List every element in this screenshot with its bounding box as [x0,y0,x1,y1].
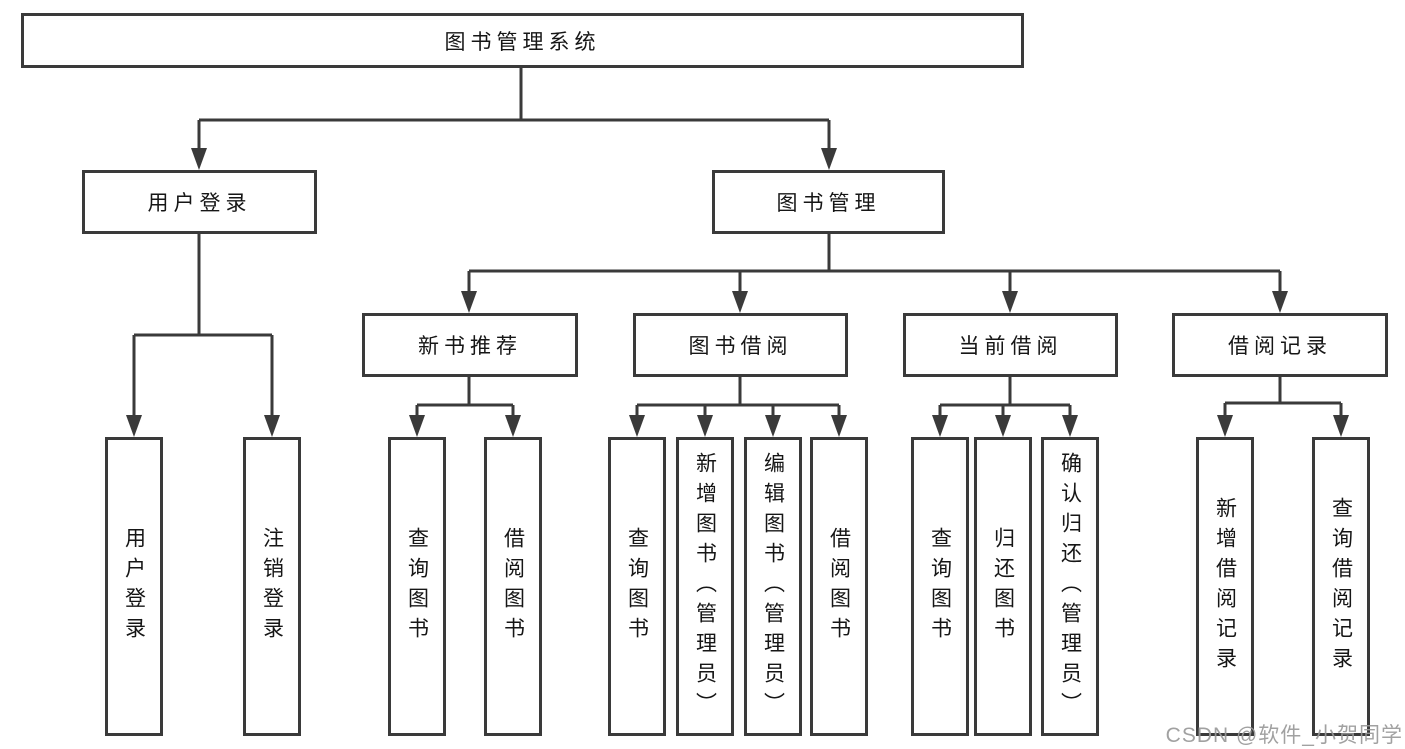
node-borrowing-records: 借阅记录 [1172,313,1388,377]
csdn-watermark: CSDN @软件_小贺同学 [1165,724,1403,747]
node-label: 查询图书 [405,526,429,647]
node-user-login-action: 用户登录 [105,437,163,736]
node-label: 借阅图书 [827,526,851,647]
node-borrow-books-action: 借阅图书 [810,437,868,736]
node-logout-action: 注销登录 [243,437,301,736]
node-label: 归还图书 [991,526,1015,647]
connector-new-book-to-children [409,377,521,437]
node-label: 用户登录 [122,526,146,647]
node-label: 查询借阅记录 [1329,496,1353,677]
node-label: 注销登录 [260,526,284,647]
node-query-books-borrow: 查询图书 [608,437,666,736]
connector-borrow-records-to-children [1217,377,1349,437]
connector-root-to-level2 [191,68,837,170]
node-label: 新增图书（管理员） [693,451,717,722]
node-add-book-admin: 新增图书（管理员） [676,437,734,736]
node-confirm-return-admin: 确认归还（管理员） [1041,437,1099,736]
node-label: 查询图书 [928,526,952,647]
node-query-borrow-record: 查询借阅记录 [1312,437,1370,736]
node-add-borrow-record: 新增借阅记录 [1196,437,1254,736]
node-label: 查询图书 [625,526,649,647]
node-edit-book-admin: 编辑图书（管理员） [744,437,802,736]
node-label: 新增借阅记录 [1213,496,1237,677]
connector-book-management-to-level3 [461,234,1288,313]
connector-user-login-to-children [126,234,280,437]
node-new-book-recommendation: 新书推荐 [362,313,578,377]
node-book-management: 图书管理 [712,170,945,234]
connector-book-borrow-to-children [629,377,847,437]
node-current-borrowing: 当前借阅 [903,313,1118,377]
node-label: 确认归还（管理员） [1058,451,1082,722]
connector-current-borrow-to-children [932,377,1078,437]
node-borrow-books-recommend: 借阅图书 [484,437,542,736]
node-query-books-current: 查询图书 [911,437,969,736]
node-library-management-system: 图书管理系统 [21,13,1024,68]
node-label: 编辑图书（管理员） [761,451,785,722]
node-return-books: 归还图书 [974,437,1032,736]
node-query-books-recommend: 查询图书 [388,437,446,736]
node-label: 借阅图书 [501,526,525,647]
node-user-login: 用户登录 [82,170,317,234]
node-book-borrowing: 图书借阅 [633,313,848,377]
